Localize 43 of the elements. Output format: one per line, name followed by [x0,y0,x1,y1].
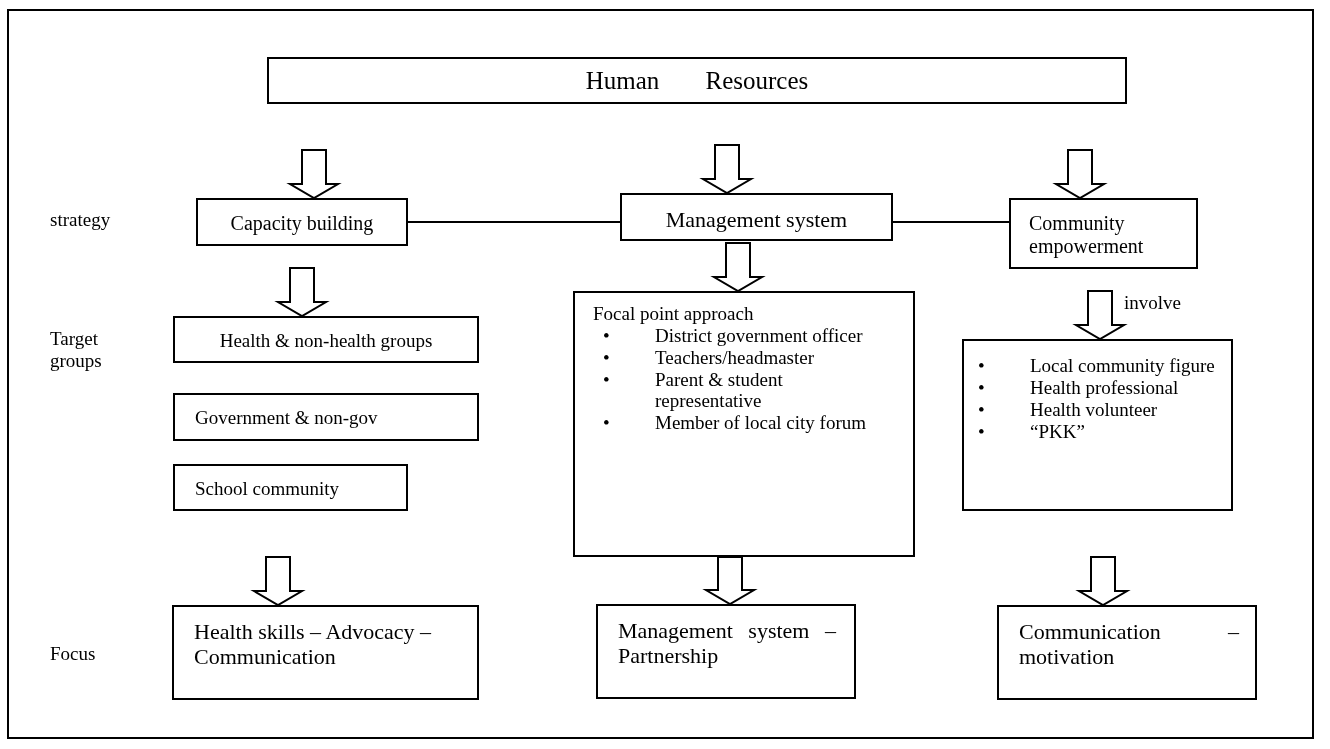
list-item: “PKK” [1030,420,1086,443]
block-arrow [1052,149,1108,200]
block-arrow [286,149,342,200]
list-item: Parent & student representative [655,368,784,413]
process-box: Human Resources [267,57,1127,104]
block-arrow [274,267,330,318]
bullet-marker: • [978,355,986,377]
row-label: Target groups [50,328,103,372]
bullet-marker: • [978,398,986,421]
process-box: Community empowerment [1009,198,1198,269]
bullet-marker: • [978,420,986,443]
process-box: Management system [620,193,893,241]
box-heading: Focal point approach [593,303,755,325]
process-box: Health & non-health groups [173,316,479,363]
list-item: Member of local city forum [655,412,868,435]
bullet-marker: • [978,376,986,399]
bullet-marker: • [603,324,611,347]
list-item: Health professional [1030,376,1180,399]
block-arrow [1075,556,1131,607]
block-arrow [710,242,766,293]
list-item: District government officer [655,324,864,347]
list-box [573,291,915,557]
block-arrow [702,556,758,606]
list-box [962,339,1233,511]
process-box: Management system – Partnership [596,604,856,699]
list-item: Health volunteer [1030,398,1159,421]
bullet-marker: • [603,346,611,369]
row-label: strategy [50,209,112,231]
block-arrow [250,556,306,607]
process-box: Government & non-gov [173,393,479,441]
row-label: Focus [50,643,97,665]
process-box: Health skills – Advocacy – Communication [172,605,479,700]
block-arrow [1072,290,1128,341]
block-arrow [699,144,755,195]
connector-line [407,221,621,223]
process-box: Capacity building [196,198,408,246]
connector-line [892,221,1010,223]
list-item: Local community figure [1030,355,1216,377]
process-box: School community [173,464,408,511]
process-box: Communication – motivation [997,605,1257,700]
bullet-marker: • [603,368,611,392]
list-item: Teachers/headmaster [655,346,816,369]
bullet-marker: • [603,412,611,435]
